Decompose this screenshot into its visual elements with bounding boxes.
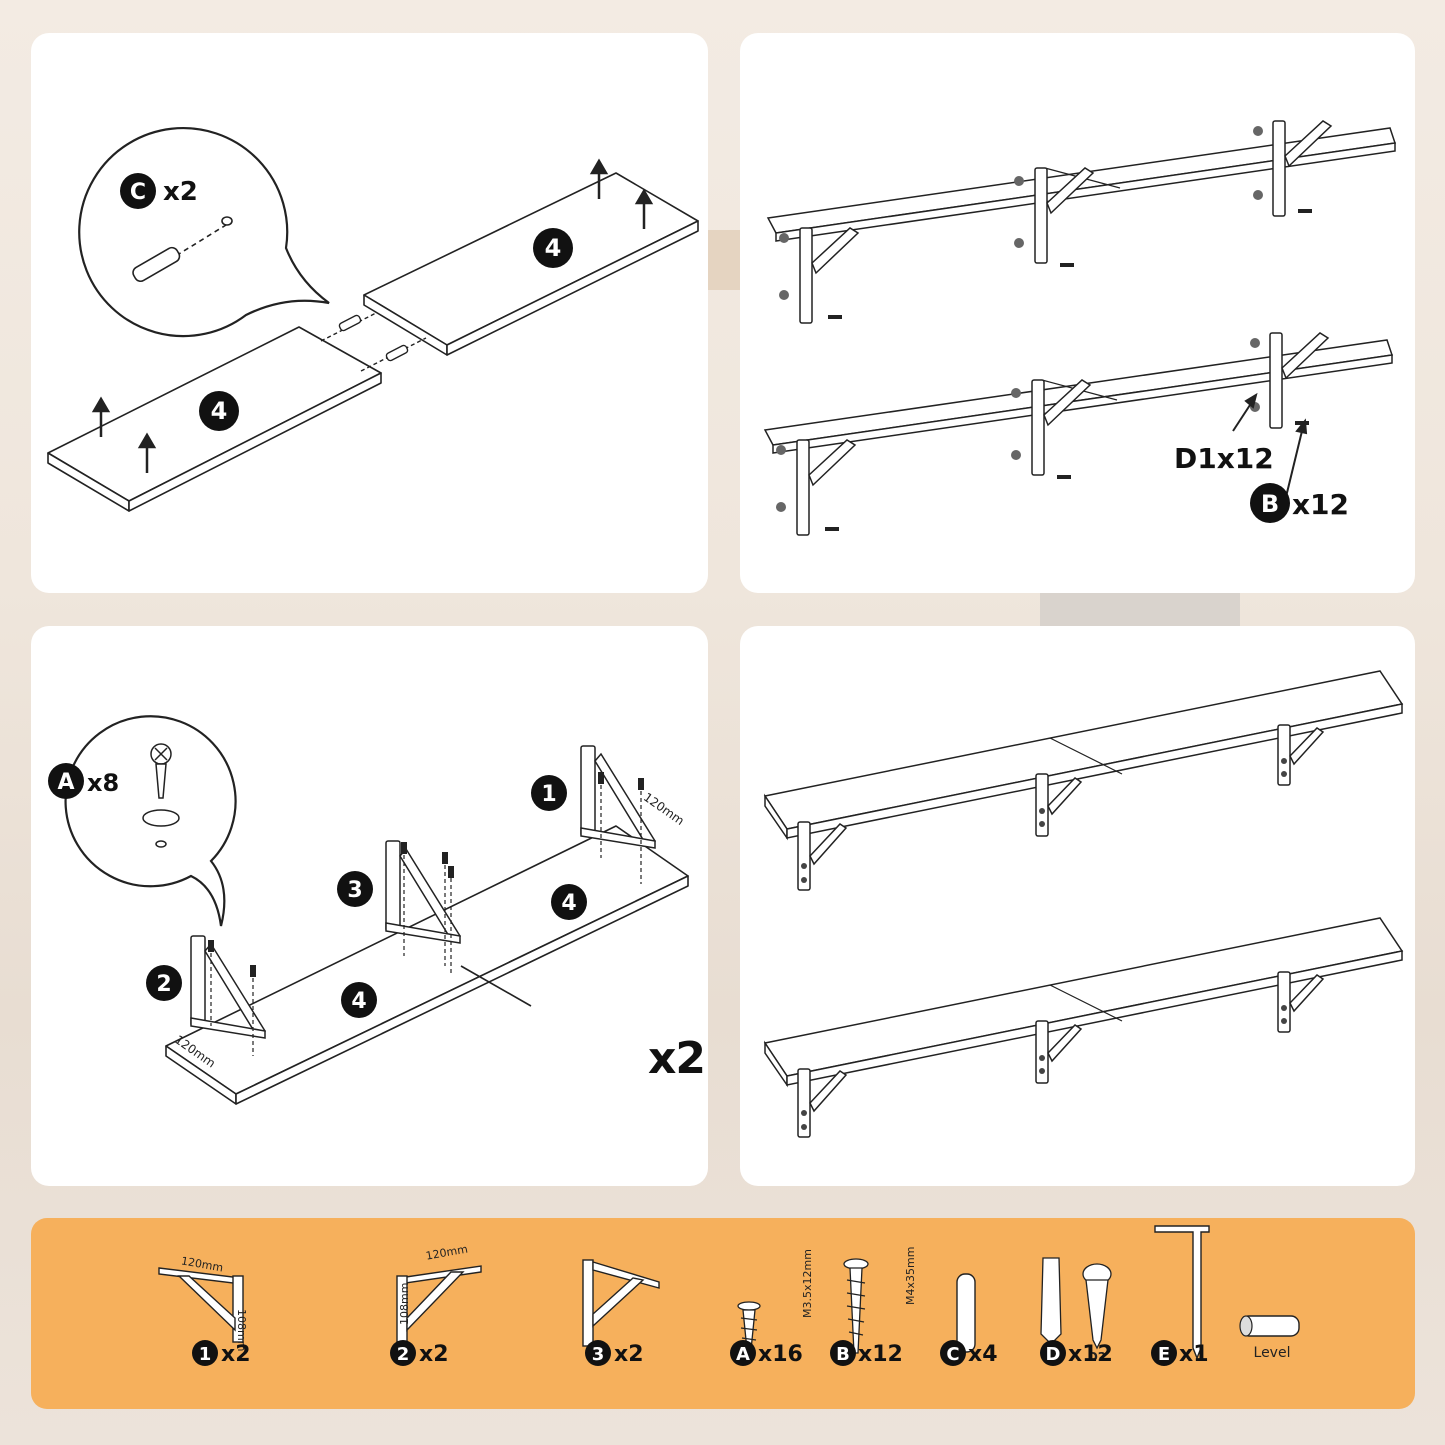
bracket-badge: [337, 871, 373, 907]
step-2-diagram: D1x12 B x12: [764, 120, 1396, 536]
callout-qty-label: x8: [87, 769, 119, 797]
svg-text:x2: x2: [221, 1342, 251, 1367]
svg-text:x4: x4: [968, 1342, 998, 1367]
screw-a-icon: [737, 1301, 761, 1351]
screw-part-label: B: [1261, 490, 1279, 518]
level-label: Level: [1254, 1345, 1291, 1361]
screwdriver-rotate-icon: [142, 743, 180, 848]
svg-text:x16: x16: [758, 1342, 803, 1367]
part-d-tag: D x12: [1040, 1340, 1113, 1367]
dowel-icon: [320, 312, 427, 372]
step-4-panel: [740, 626, 1415, 1186]
svg-text:E: E: [1158, 1344, 1170, 1365]
svg-text:x2: x2: [614, 1342, 644, 1367]
dim-right: 120mm: [641, 790, 687, 828]
part-b-tag: B x12: [830, 1340, 903, 1367]
part-badge: [120, 173, 156, 209]
part-2-tag: 2 x2: [390, 1340, 449, 1367]
svg-text:x12: x12: [1068, 1342, 1113, 1367]
bracket-2-icon: [396, 1265, 482, 1343]
part-b-spec: M4x35mm: [904, 1247, 917, 1305]
lift-arrow-icon: [91, 158, 654, 473]
svg-text:B: B: [836, 1344, 850, 1365]
part-badge: [1250, 483, 1290, 523]
board-right-label: 4: [545, 234, 562, 262]
part-2-dim-a: 120mm: [425, 1242, 469, 1262]
board-badge: [341, 982, 377, 1018]
step-4-diagram: [764, 670, 1403, 1138]
step-3-multiplier: x2: [648, 1033, 706, 1084]
hex-key-icon: [1154, 1225, 1210, 1360]
screw-qty-label: x12: [1292, 488, 1349, 521]
part-1-dim-b: 108mm: [235, 1309, 248, 1351]
callout-bubble: [78, 127, 330, 338]
step-1-panel: 4 4 C x2: [31, 33, 708, 593]
step-1-diagram: 4 4 C x2: [47, 127, 699, 512]
board-badge: [533, 228, 573, 268]
bracket-icon: [190, 745, 657, 1039]
part-3-tag: 3 x2: [585, 1340, 644, 1367]
svg-text:1: 1: [199, 1344, 212, 1365]
part-c-tag: C x4: [940, 1340, 998, 1367]
parts-list-bar: 120mm 108mm 120mm 108mm M3.5x12mm M4x35m…: [31, 1218, 1415, 1409]
finished-shelf-top: [764, 670, 1403, 891]
svg-text:C: C: [946, 1344, 959, 1365]
part-2-dim-b: 108mm: [398, 1283, 411, 1325]
svg-text:x2: x2: [419, 1342, 449, 1367]
part-e-tag: E x1: [1151, 1340, 1209, 1367]
step-2-panel: D1x12 B x12: [740, 33, 1415, 593]
board-badge: [199, 391, 239, 431]
svg-text:A: A: [736, 1344, 750, 1365]
dowel-icon: [132, 216, 233, 283]
bracket-3-icon: [582, 1259, 660, 1347]
finished-shelf-bottom: [764, 917, 1403, 1138]
board-right-label: 4: [561, 891, 576, 916]
level-icon: [1239, 1315, 1300, 1337]
svg-text:3: 3: [592, 1344, 605, 1365]
screw-d1-label: D1x12: [1174, 442, 1274, 475]
part-a-tag: A x16: [730, 1340, 803, 1367]
part-badge: [48, 763, 84, 799]
board-side: [235, 875, 689, 1105]
screw-b-icon: [843, 1258, 869, 1354]
svg-text:x1: x1: [1179, 1342, 1209, 1367]
shelf-top: [767, 120, 1396, 324]
callout-qty-label: x2: [163, 177, 198, 207]
bracket3-label: 3: [347, 878, 362, 903]
board-right-side: [446, 220, 699, 356]
bracket1-label: 1: [541, 782, 556, 807]
bracket-badge: [531, 775, 567, 811]
callout-part-label: A: [57, 770, 74, 795]
screw-icon: [208, 772, 644, 977]
pointer-arrow-icon: [1232, 392, 1308, 502]
board-top: [165, 825, 689, 1095]
board-badge: [551, 884, 587, 920]
screw-guide: [210, 778, 642, 1056]
bracket-badge: [146, 965, 182, 1001]
dowel-c-icon: [956, 1273, 976, 1353]
bracket2-label: 2: [156, 972, 171, 997]
parts-diagram: 120mm 108mm 120mm 108mm M3.5x12mm M4x35m…: [158, 1225, 1300, 1367]
board-left-label: 4: [351, 989, 366, 1014]
anchor-d1-icon: [1040, 1257, 1062, 1345]
bracket-1-icon: [158, 1267, 244, 1343]
board-left-label: 4: [211, 397, 228, 425]
svg-text:D: D: [1046, 1344, 1061, 1365]
part-d2-label: D2: [1088, 1350, 1106, 1364]
board-left-side: [128, 372, 382, 512]
callout-part-label: C: [130, 180, 146, 205]
step-3-panel: 120mm 120mm 2 3 1 4 4 A x8: [31, 626, 708, 1186]
part-a-spec: M3.5x12mm: [801, 1249, 814, 1318]
part-1-tag: 1 x2: [192, 1340, 251, 1367]
anchor-d2-icon: [1082, 1263, 1112, 1350]
step-3-diagram: 120mm 120mm 2 3 1 4 4 A x8: [48, 715, 689, 1105]
svg-text:2: 2: [397, 1344, 410, 1365]
svg-text:x12: x12: [858, 1342, 903, 1367]
